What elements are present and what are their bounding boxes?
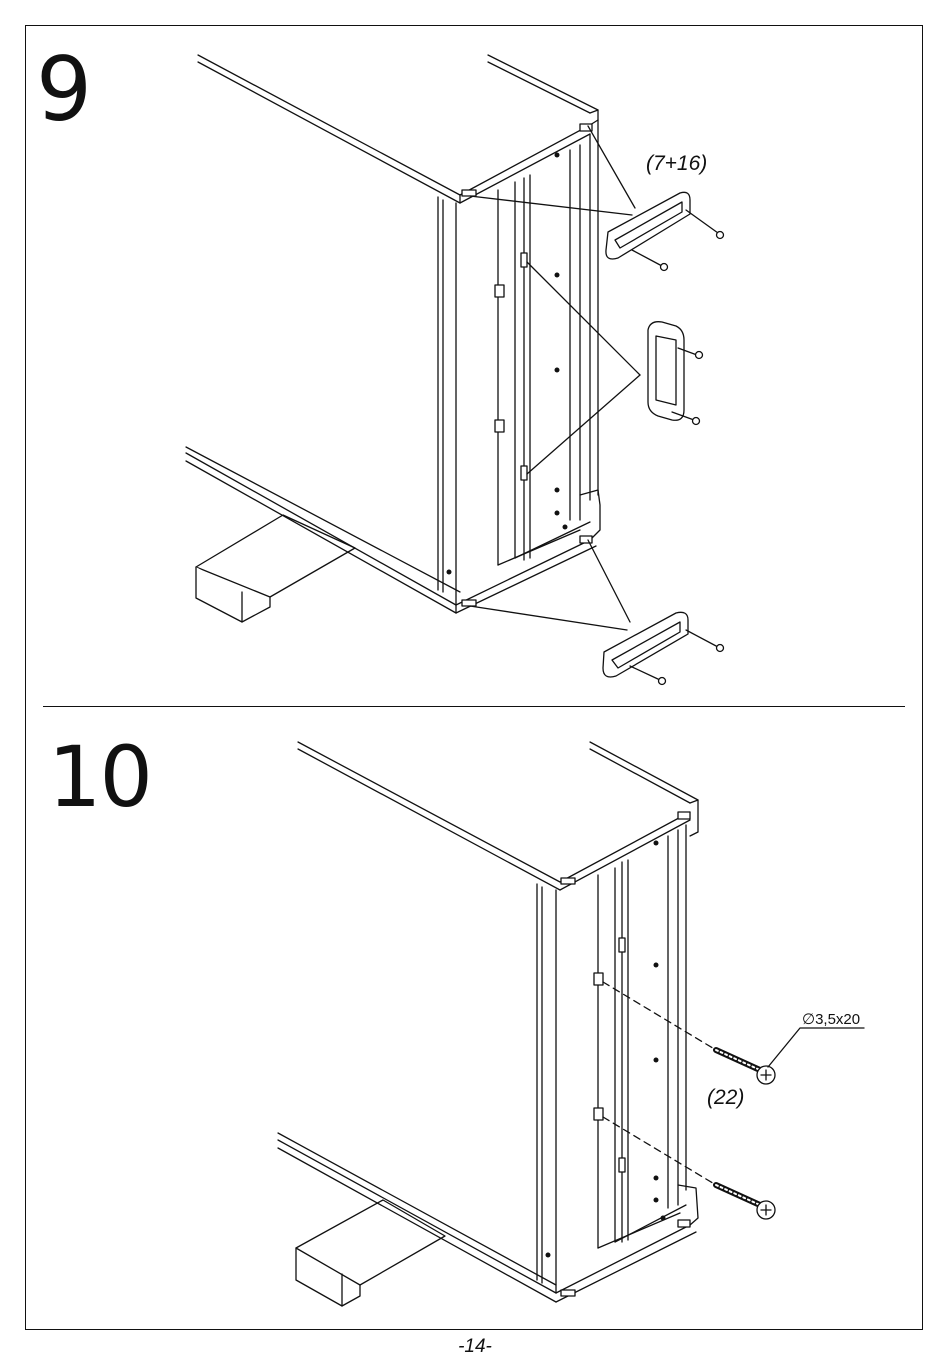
support-block-10 [296,1200,445,1306]
screw-lower-10 [716,1185,775,1219]
cam-dowels-10 [594,938,625,1172]
corner-connectors-10 [561,812,690,1296]
screw-upper-10 [716,1050,775,1084]
dimension-leader-10 [768,1028,864,1067]
side-panel-10 [537,884,556,1293]
screw-holes-10 [546,841,666,1258]
bottom-panel-10 [278,1133,696,1302]
screw-paths-10 [603,982,716,1185]
back-interior-10 [598,825,698,1248]
top-panel-10 [298,742,698,890]
